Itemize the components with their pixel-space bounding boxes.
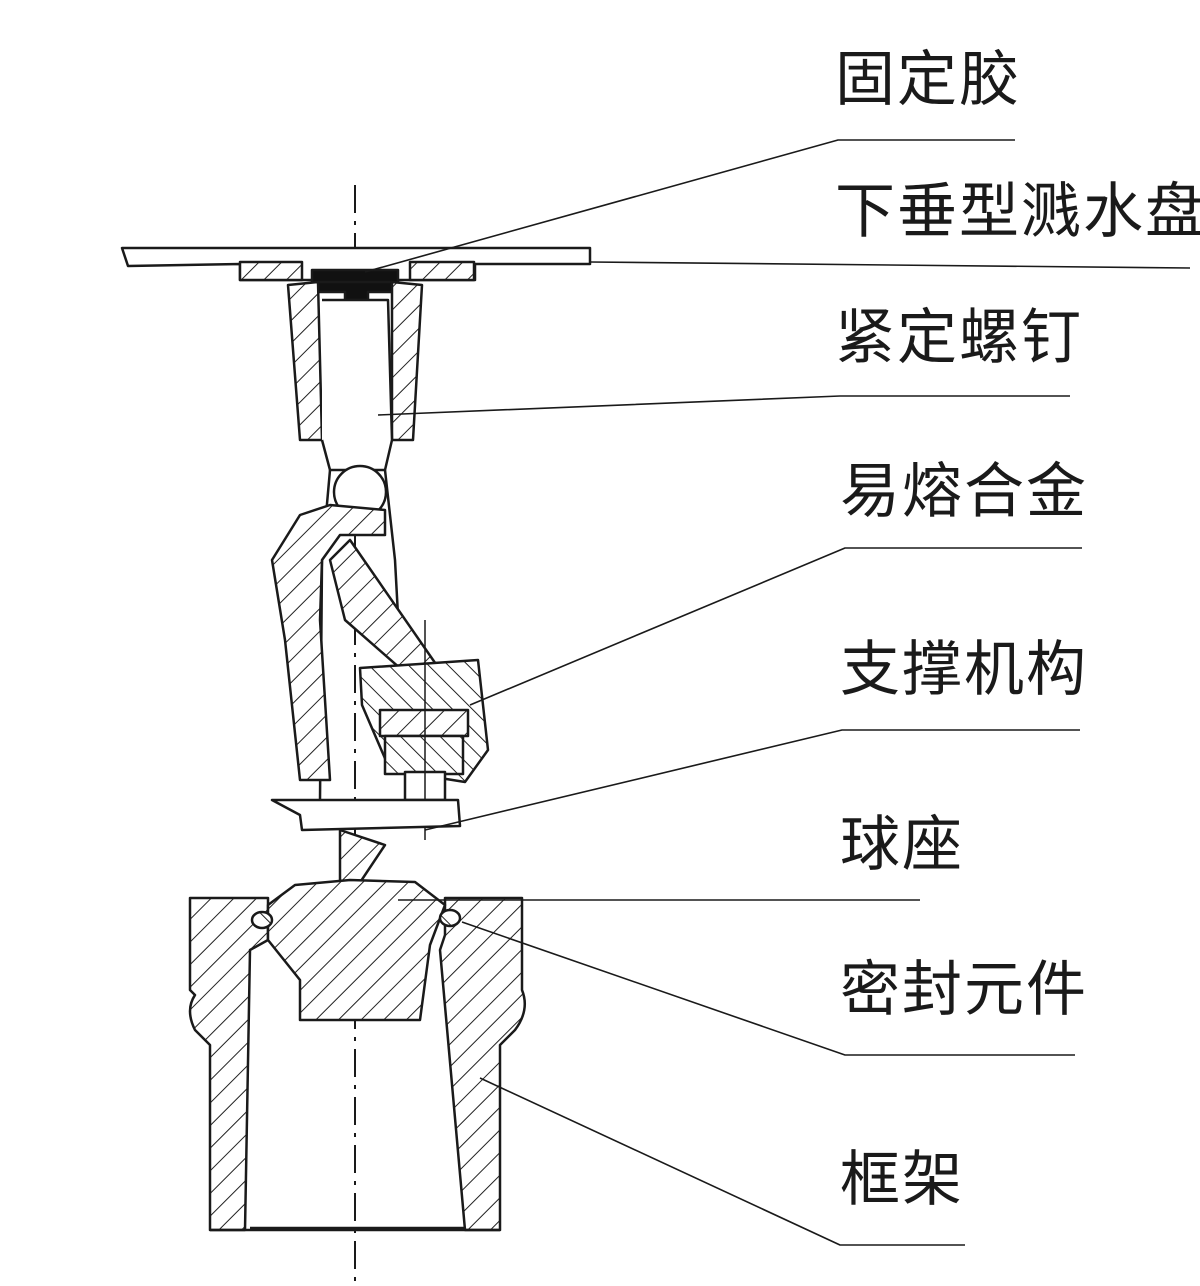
deflector-hub-left bbox=[238, 260, 304, 282]
seal-left bbox=[250, 910, 274, 930]
support-strut bbox=[270, 798, 462, 832]
leader-glue bbox=[364, 139, 1015, 273]
leader-frame bbox=[479, 1077, 965, 1246]
ball-seat bbox=[266, 878, 447, 1022]
seal-right bbox=[438, 908, 462, 928]
label-fixing-glue: 固定胶 bbox=[835, 45, 1021, 115]
set-screw bbox=[320, 298, 394, 472]
lever-arm bbox=[270, 503, 387, 782]
label-seal: 密封元件 bbox=[840, 955, 1088, 1025]
leader-fusible-alloy bbox=[469, 547, 1082, 706]
leader-lines bbox=[364, 139, 1191, 1246]
label-fusible-alloy: 易熔合金 bbox=[840, 457, 1088, 527]
label-support: 支撑机构 bbox=[840, 635, 1088, 705]
frame-left bbox=[188, 896, 270, 1232]
fixing-glue bbox=[310, 268, 400, 302]
upper-body-right bbox=[390, 280, 424, 442]
upper-body-left bbox=[286, 280, 324, 442]
label-set-screw: 紧定螺钉 bbox=[835, 303, 1083, 373]
frame-right bbox=[438, 896, 527, 1232]
leader-seal bbox=[461, 921, 1075, 1056]
leader-support bbox=[424, 729, 1080, 831]
label-frame: 框架 bbox=[840, 1145, 964, 1215]
label-deflector: 下垂型溅水盘 bbox=[835, 177, 1200, 247]
fusible-alloy bbox=[378, 708, 470, 738]
deflector-hub-right bbox=[408, 260, 476, 282]
label-ball-seat: 球座 bbox=[840, 810, 964, 880]
leader-set-screw bbox=[377, 395, 1070, 416]
leader-deflector bbox=[589, 261, 1191, 269]
